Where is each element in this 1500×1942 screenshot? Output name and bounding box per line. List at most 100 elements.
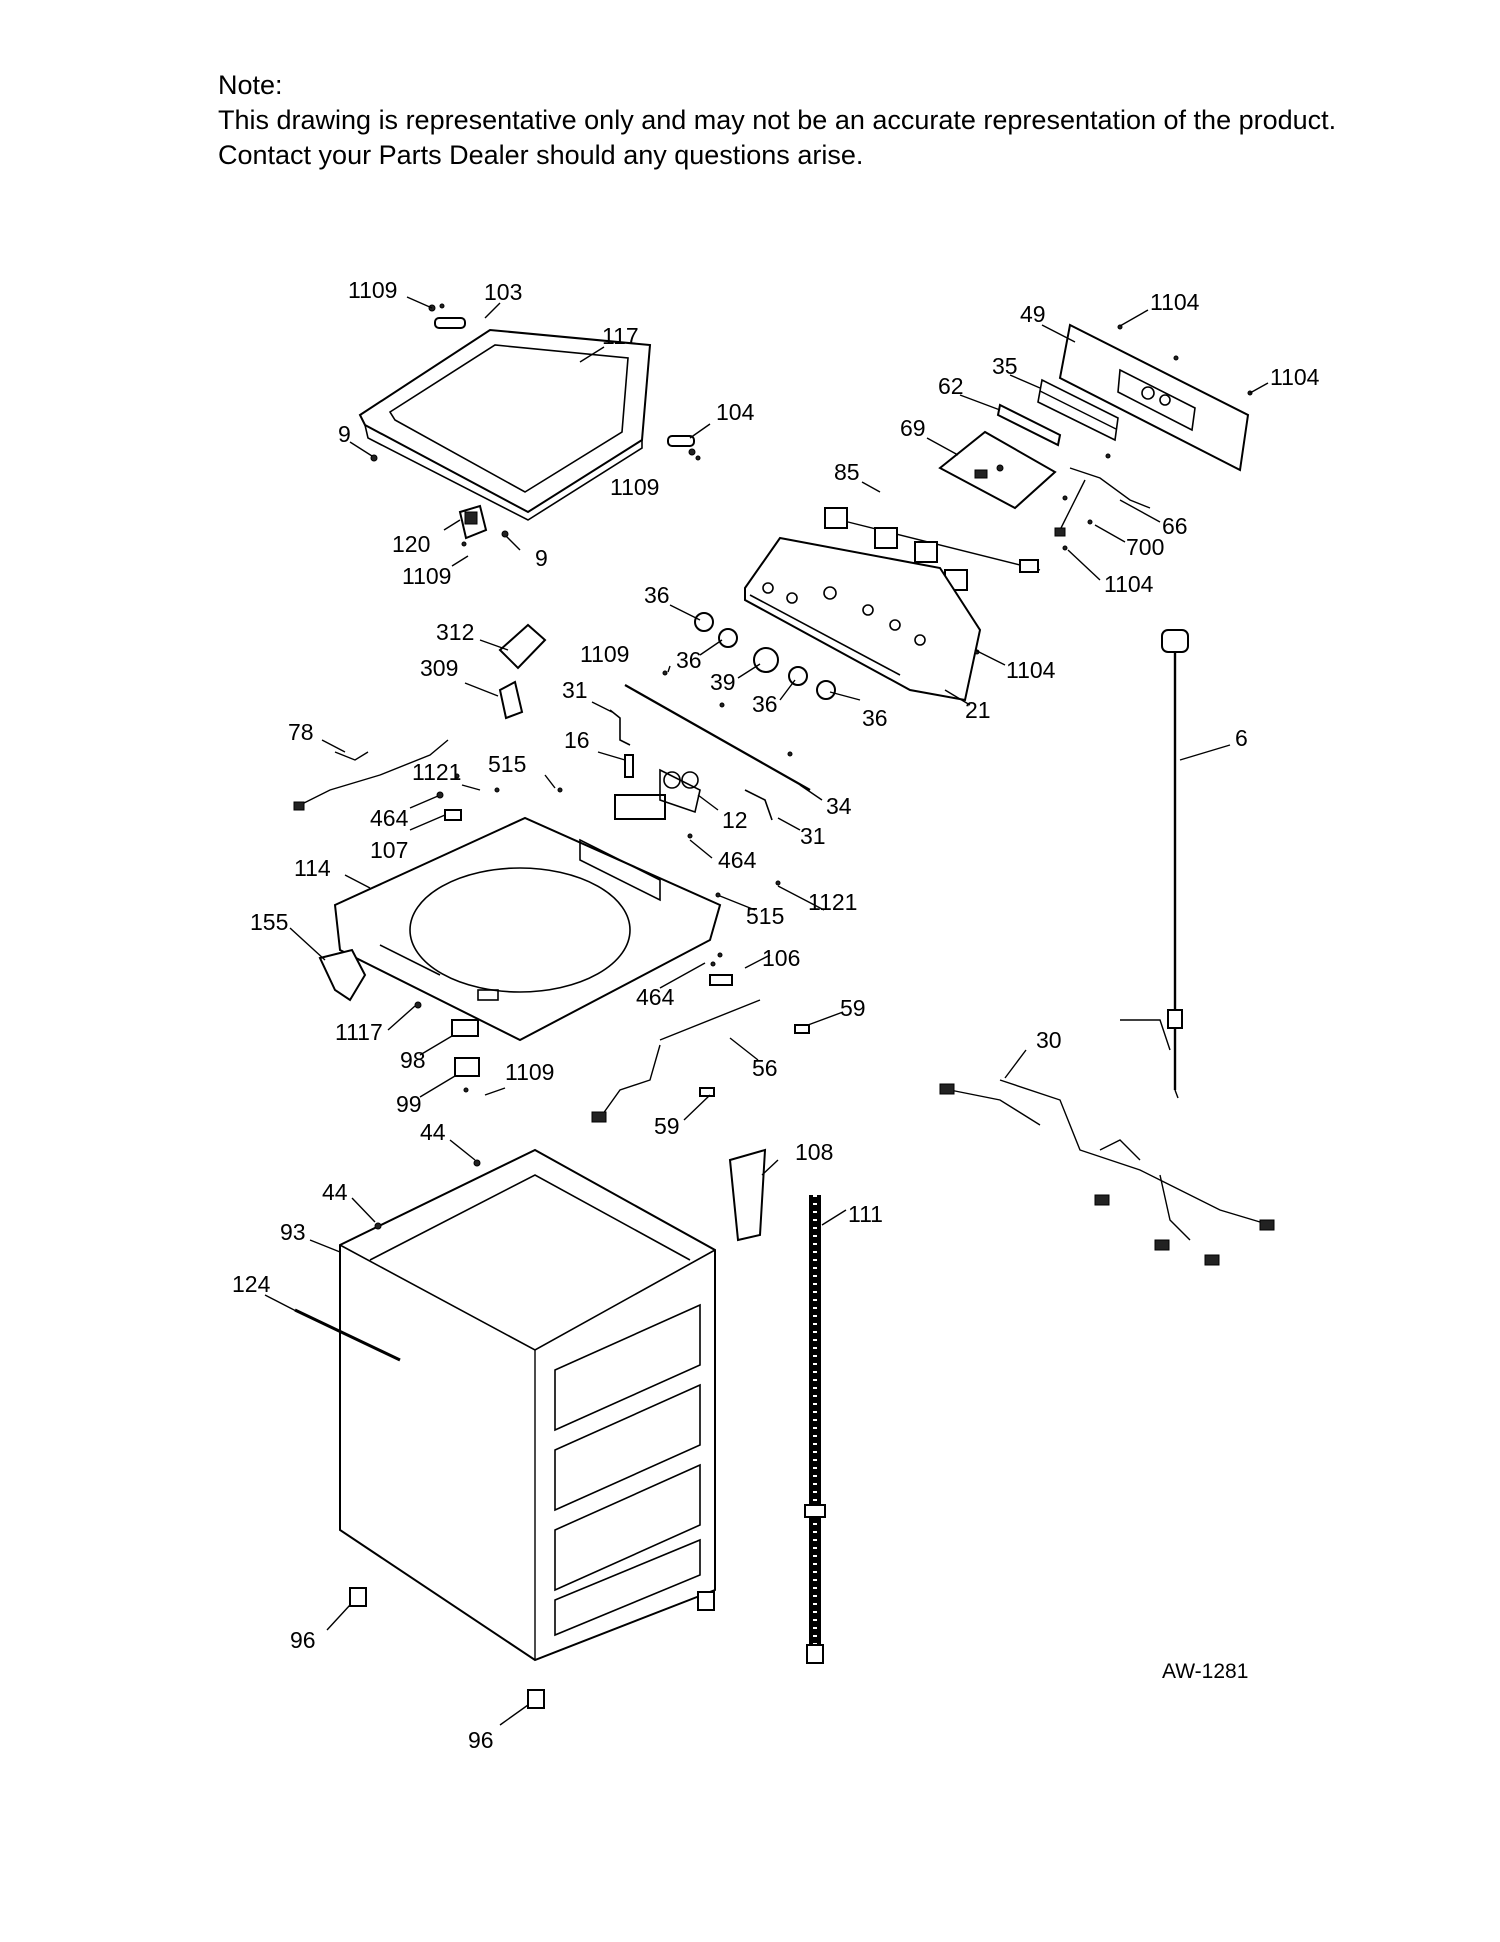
callout-59: 59 — [654, 1113, 680, 1139]
callout-312: 312 — [436, 619, 474, 645]
part-knobs — [694, 612, 836, 700]
callout-1121: 1121 — [808, 889, 857, 915]
callout-44: 44 — [322, 1179, 348, 1205]
part-59b — [699, 1087, 715, 1097]
callout-59: 59 — [840, 995, 866, 1021]
part-harness-56 — [591, 974, 761, 1123]
callout-117: 117 — [602, 323, 639, 349]
part-16 — [624, 754, 634, 778]
callout-16: 16 — [564, 727, 590, 753]
callout-36: 36 — [862, 705, 888, 731]
part-hinge-103 — [428, 304, 466, 329]
part-rear-panel — [1058, 323, 1250, 472]
callout-35: 35 — [992, 353, 1018, 379]
callout-120: 120 — [392, 531, 430, 557]
drawing-code: AW-1281 — [1162, 1660, 1248, 1683]
callout-44: 44 — [420, 1119, 446, 1145]
part-hose-31a — [609, 709, 631, 746]
callout-464: 464 — [718, 847, 757, 873]
callout-1109: 1109 — [610, 474, 659, 500]
callout-515: 515 — [488, 751, 526, 777]
callout-111: 111 — [848, 1201, 883, 1227]
part-1117 — [414, 1001, 422, 1009]
part-lid-switch-120 — [458, 504, 488, 540]
note-line-2: Contact your Parts Dealer should any que… — [218, 140, 864, 170]
callout-99: 99 — [396, 1091, 422, 1117]
part-464a — [436, 791, 444, 799]
callout-36: 36 — [752, 691, 778, 717]
callout-39: 39 — [710, 669, 736, 695]
callout-34: 34 — [826, 793, 852, 819]
callout-31: 31 — [562, 677, 588, 703]
callout-1104: 1104 — [1270, 364, 1320, 390]
callout-1109: 1109 — [505, 1059, 554, 1085]
callout-21: 21 — [965, 697, 991, 723]
callout-1104: 1104 — [1104, 571, 1154, 597]
part-harness-66 — [1054, 467, 1151, 537]
callout-98: 98 — [400, 1047, 426, 1073]
callout-93: 93 — [280, 1219, 306, 1245]
callout-1121: 1121 — [412, 759, 461, 785]
hardware-dots — [374, 303, 1253, 1230]
callout-62: 62 — [938, 373, 964, 399]
callout-464: 464 — [370, 805, 409, 831]
part-switch-assembly — [824, 507, 1041, 591]
callout-36: 36 — [676, 647, 702, 673]
part-pressure-sensor — [498, 623, 547, 720]
callout-49: 49 — [1020, 301, 1046, 327]
callout-155: 155 — [250, 909, 288, 935]
callout-107: 107 — [370, 837, 408, 863]
callout-124: 124 — [232, 1271, 271, 1297]
callout-464: 464 — [636, 984, 675, 1010]
part-59a — [794, 1024, 810, 1034]
part-leveling-feet — [349, 1587, 715, 1709]
callout-1117: 1117 — [335, 1019, 383, 1045]
part-control-console — [744, 536, 982, 702]
part-control-board — [938, 430, 1057, 510]
part-hose-31b — [744, 789, 773, 821]
callout-515: 515 — [746, 903, 784, 929]
note-line-1: This drawing is representative only and … — [218, 105, 1337, 135]
callout-9: 9 — [535, 545, 548, 571]
part-drain-hose — [804, 1195, 826, 1664]
callout-1104: 1104 — [1150, 289, 1200, 315]
representation-note: Note: This drawing is representative onl… — [218, 68, 1336, 173]
callout-96: 96 — [290, 1627, 316, 1653]
callout-6: 6 — [1235, 725, 1248, 751]
part-99 — [454, 1057, 480, 1077]
part-cabinet — [339, 1148, 716, 1662]
part-screw-9b — [501, 530, 509, 538]
callout-69: 69 — [900, 415, 926, 441]
part-rod-34 — [624, 684, 811, 791]
part-bracket-62 — [996, 403, 1062, 447]
callout-30: 30 — [1036, 1027, 1062, 1053]
part-108 — [728, 1148, 767, 1242]
callout-700: 700 — [1126, 534, 1164, 560]
callout-108: 108 — [795, 1139, 833, 1165]
leader-lines — [264, 296, 1269, 1726]
callout-1104: 1104 — [1006, 657, 1056, 683]
callout-1109: 1109 — [348, 277, 397, 303]
part-124 — [294, 1308, 401, 1362]
note-heading: Note: — [218, 70, 283, 100]
callout-36: 36 — [644, 582, 670, 608]
callout-106: 106 — [762, 945, 800, 971]
part-tub-cover — [333, 816, 722, 1042]
callout-1109: 1109 — [402, 563, 451, 589]
part-label-35 — [1037, 378, 1119, 442]
callout-1109: 1109 — [580, 641, 629, 667]
part-harness-78 — [293, 739, 449, 811]
part-power-cord — [1120, 629, 1189, 1099]
callout-66: 66 — [1162, 513, 1188, 539]
callout-96: 96 — [468, 1727, 494, 1753]
callout-labels: 1109 103 117 104 1109 9 120 9 1109 49 11… — [232, 277, 1320, 1753]
part-water-valve — [614, 768, 701, 820]
part-107 — [444, 809, 462, 821]
part-98 — [451, 1019, 479, 1037]
callout-85: 85 — [834, 459, 860, 485]
part-lid — [358, 328, 652, 521]
part-dispenser-155 — [318, 948, 367, 1002]
callout-309: 309 — [420, 655, 458, 681]
callout-9: 9 — [338, 421, 351, 447]
